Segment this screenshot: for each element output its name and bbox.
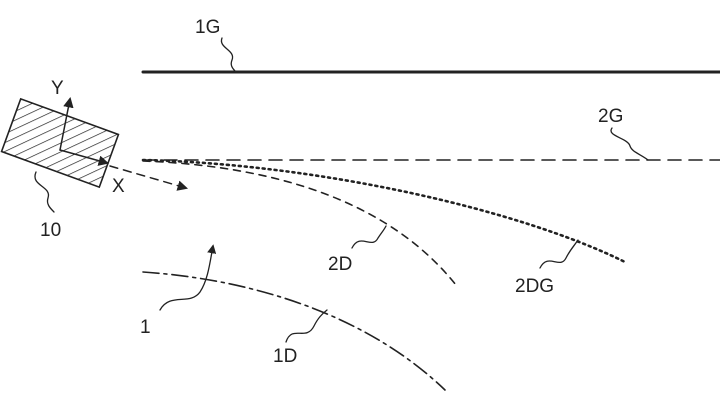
leader-vehicle	[34, 171, 55, 213]
axis-y	[59, 96, 74, 151]
lane-line-1d	[142, 271, 446, 391]
axis-x	[59, 149, 110, 166]
label-2d: 2D	[328, 254, 352, 275]
label-1d: 1D	[273, 346, 297, 367]
vehicle	[0, 97, 120, 189]
label-axis-y: Y	[51, 78, 64, 99]
leader-road	[159, 244, 217, 311]
label-axis-x: X	[112, 176, 125, 197]
label-road: 1	[140, 317, 151, 338]
leader-2g	[610, 127, 649, 161]
label-2dg: 2DG	[515, 276, 554, 297]
leader-1d	[285, 309, 328, 343]
lane-line-2d	[142, 160, 457, 286]
leader-1g	[220, 37, 237, 73]
label-2g: 2G	[598, 106, 623, 127]
label-1g: 1G	[195, 17, 220, 38]
label-vehicle: 10	[40, 220, 61, 241]
leader-2dg	[539, 239, 579, 269]
leader-2d	[351, 225, 387, 249]
lane-line-2dg	[141, 158, 627, 264]
